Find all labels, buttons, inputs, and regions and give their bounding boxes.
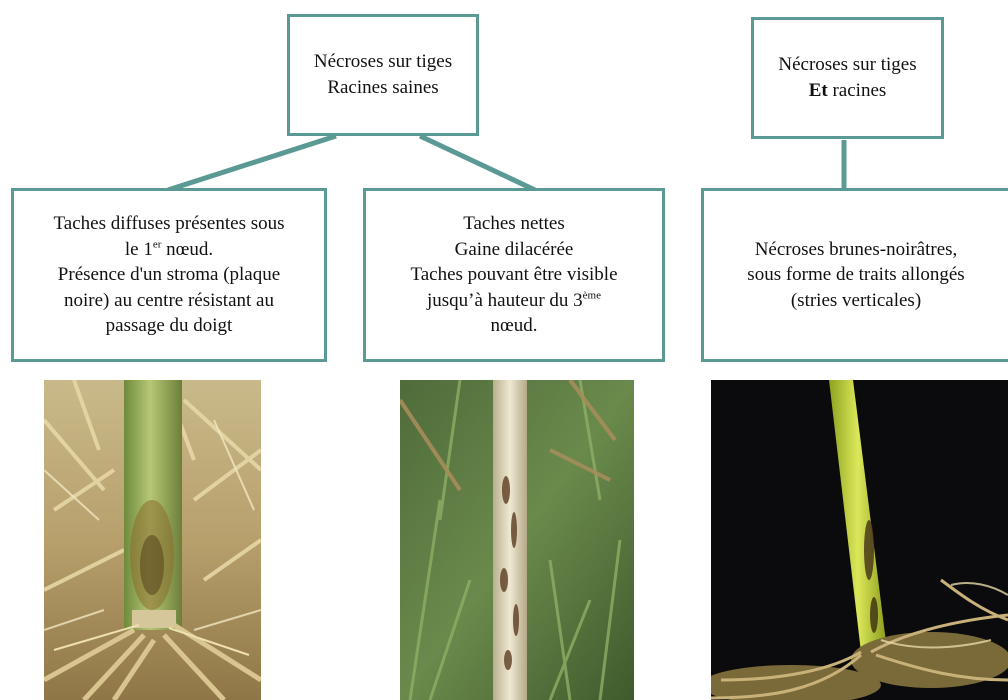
top-right-bold-et: Et: [809, 80, 828, 101]
box-b-line4-pre: jusqu’à hauteur du 3: [427, 290, 583, 311]
box-a-line4: noire) au centre résistant au: [64, 288, 274, 314]
top-left-line2: Racines saines: [327, 75, 438, 101]
box-brown-black-streaks: Nécroses brunes-noirâtres, sous forme de…: [701, 188, 1008, 362]
box-a-line5: passage du doigt: [106, 313, 233, 339]
top-right-line2: Et racines: [809, 78, 887, 104]
box-b-line4: jusqu’à hauteur du 3ème: [427, 288, 601, 314]
box-c-line2: sous forme de traits allongés: [747, 262, 964, 288]
box-b-line5: nœud.: [491, 313, 538, 339]
photo-stem-diffuse-lesion: [44, 380, 261, 700]
box-b-line1: Taches nettes: [463, 211, 565, 237]
connector-left: [168, 136, 336, 190]
box-a-line3: Présence d'un stroma (plaque: [58, 262, 280, 288]
box-a-line2: le 1er nœud.: [125, 237, 213, 263]
box-a-line2-post: nœud.: [161, 239, 213, 260]
box-a-line2-pre: le 1: [125, 239, 153, 260]
box-diffuse-spots: Taches diffuses présentes sous le 1er nœ…: [11, 188, 327, 362]
box-c-line3: (stries verticales): [791, 288, 921, 314]
photo-stem-and-root-streaks: [711, 380, 1008, 700]
top-left-line1: Nécroses sur tiges: [314, 49, 452, 75]
box-c-line1: Nécroses brunes-noirâtres,: [755, 237, 958, 263]
box-sharp-spots: Taches nettes Gaine dilacérée Taches pou…: [363, 188, 665, 362]
top-box-stem-necrosis-healthy-roots: Nécroses sur tiges Racines saines: [287, 14, 479, 136]
photo-stem-sharp-spots: [400, 380, 634, 700]
box-b-line3: Taches pouvant être visible: [410, 262, 617, 288]
box-a-line1: Taches diffuses présentes sous: [53, 211, 284, 237]
box-b-line4-sup: ème: [583, 289, 601, 301]
top-right-line2-rest: racines: [828, 80, 887, 101]
top-box-stem-and-root-necrosis: Nécroses sur tiges Et racines: [751, 17, 944, 139]
top-right-line1: Nécroses sur tiges: [778, 52, 916, 78]
box-b-line2: Gaine dilacérée: [455, 237, 574, 263]
connector-middle: [420, 136, 535, 190]
